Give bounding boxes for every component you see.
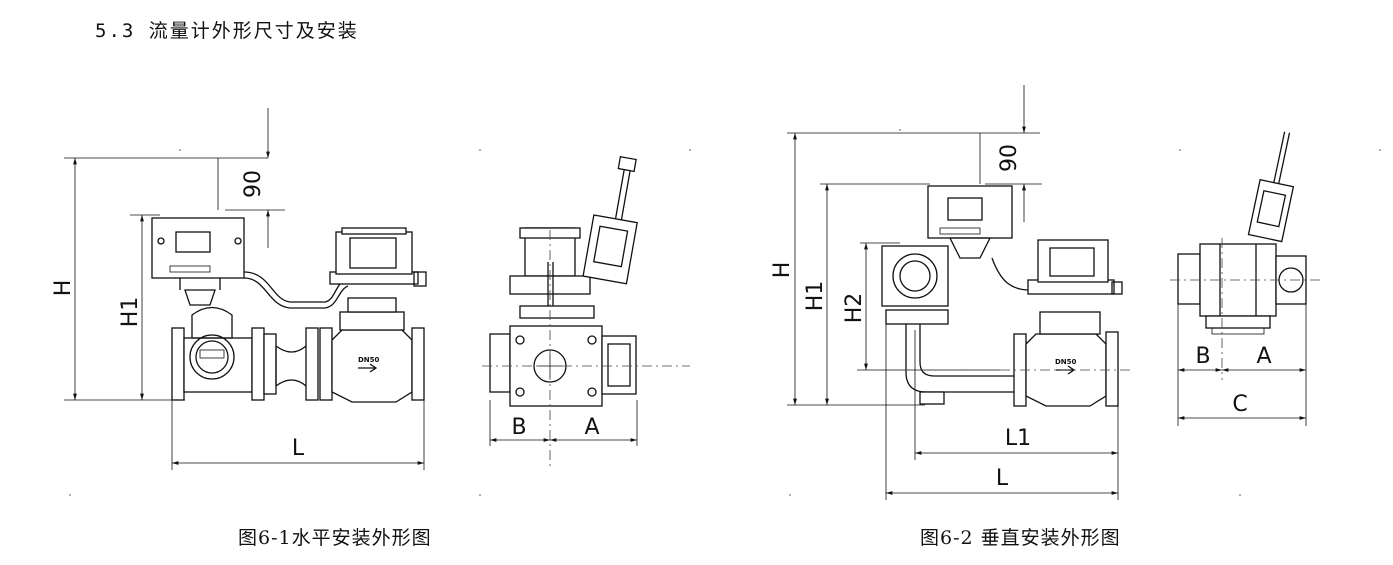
dim-h1: H1 [118, 297, 143, 328]
dim-l: L [292, 436, 305, 461]
figure-2-vertical: H H1 H2 90 DN50 [770, 85, 1320, 500]
dim-l-2: L [996, 466, 1009, 491]
dim-h1-2: H1 [803, 281, 828, 312]
figure-2-caption: 图6-2 垂直安装外形图 [920, 527, 1121, 549]
figure-1-horizontal: H H1 90 DN50 [51, 108, 690, 470]
dim-a-2: A [1256, 344, 1271, 369]
dim-a: A [584, 415, 599, 440]
nameplate-label-2: DN50 [1055, 358, 1077, 366]
dim-c-2: C [1232, 392, 1247, 417]
figure-1-caption: 图6-1水平安装外形图 [238, 527, 432, 549]
dim-h2-2: H2 [842, 293, 867, 324]
dim-h-2: H [770, 262, 795, 279]
dim-90: 90 [241, 170, 266, 198]
dim-l1-2: L1 [1005, 426, 1031, 451]
nameplate-label: DN50 [358, 356, 380, 364]
dim-h: H [51, 280, 76, 297]
background-dots [69, 129, 1381, 496]
dim-90-2: 90 [997, 144, 1022, 172]
section-heading: 5.3 流量计外形尺寸及安装 [95, 20, 359, 42]
dim-b-2: B [1195, 344, 1210, 369]
dim-b: B [511, 415, 526, 440]
